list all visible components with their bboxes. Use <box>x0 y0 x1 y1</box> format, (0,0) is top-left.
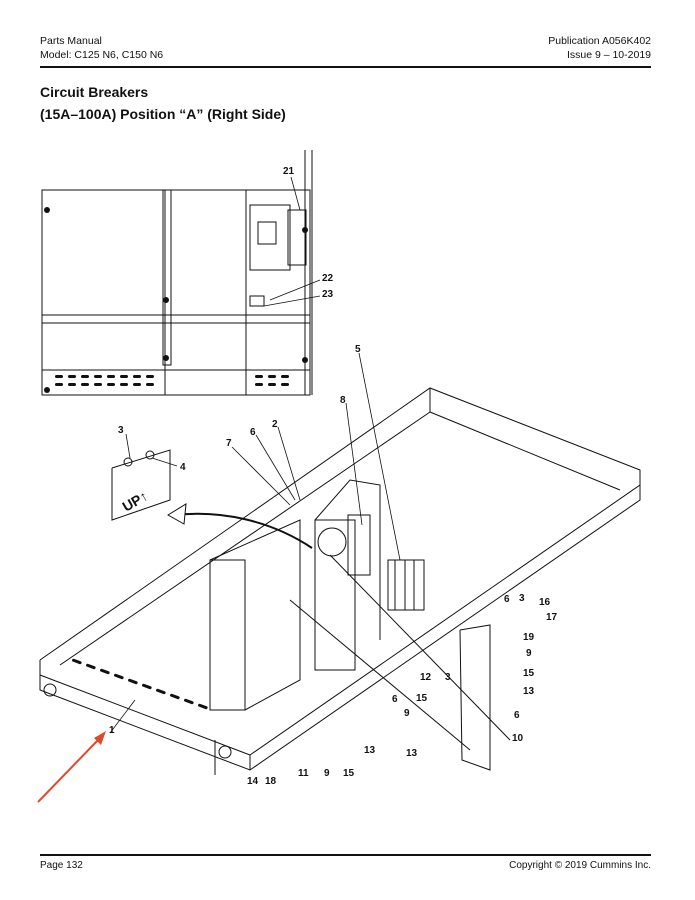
inset-panel-view <box>41 150 313 396</box>
callout-17: 17 <box>546 612 558 623</box>
publication-number: Publication A056K402 <box>548 35 651 47</box>
callout-13: 13 <box>523 686 535 697</box>
header-rule <box>40 66 651 68</box>
callout-10: 10 <box>512 733 524 744</box>
callout-15: 15 <box>523 668 535 679</box>
section-subtitle: (15A–100A) Position “A” (Right Side) <box>40 106 286 122</box>
callout-3: 3 <box>445 672 451 683</box>
model-line: Model: C125 N6, C150 N6 <box>40 49 164 61</box>
detail-arrowhead <box>167 503 187 525</box>
decal-text: UP↑ <box>120 488 151 515</box>
callout-13: 13 <box>406 748 418 759</box>
callout-4: 4 <box>180 462 186 473</box>
frame-vent-slots <box>72 658 208 710</box>
detail-arrow <box>174 512 313 549</box>
header-left: Parts Manual Model: C125 N6, C150 N6 <box>40 34 163 62</box>
callout-12: 12 <box>420 672 432 683</box>
callout-15: 15 <box>416 693 428 704</box>
callout-7: 7 <box>226 438 232 449</box>
section-title: Circuit Breakers <box>40 84 149 100</box>
callout-11: 11 <box>298 768 309 779</box>
callout-6: 6 <box>392 694 398 705</box>
callout-6: 6 <box>250 427 256 438</box>
callout-22: 22 <box>322 273 334 284</box>
inset-vent-slots <box>44 207 308 393</box>
red-arrowhead <box>94 731 106 745</box>
callout-6: 6 <box>514 710 520 721</box>
issue-line: Issue 9 – 10-2019 <box>566 49 651 61</box>
callout-16: 16 <box>539 597 551 608</box>
base-frame-assembly <box>39 387 641 775</box>
callout-9: 9 <box>404 708 410 719</box>
header-right: Publication A056K402 Issue 9 – 10-2019 <box>548 34 651 62</box>
copyright: Copyright © 2019 Cummins Inc. <box>509 860 651 871</box>
callout-21: 21 <box>283 166 295 177</box>
decal-bracket <box>111 449 171 521</box>
callout-14: 14 <box>247 776 259 787</box>
callouts: 21 22 23 5 8 3 4 2 6 7 6 3 16 17 19 9 15… <box>109 166 558 787</box>
callout-5: 5 <box>355 344 361 355</box>
callout-23: 23 <box>322 289 334 300</box>
callout-9: 9 <box>324 768 330 779</box>
red-pointer-arrow <box>37 737 101 803</box>
footer-rule <box>40 854 651 856</box>
callout-1: 1 <box>109 725 115 736</box>
manual-type: Parts Manual <box>40 35 102 47</box>
callout-19: 19 <box>523 632 535 643</box>
callout-2: 2 <box>272 419 278 430</box>
callout-leaders <box>109 176 401 734</box>
callout-3: 3 <box>118 425 124 436</box>
page-number: Page 132 <box>40 860 83 871</box>
callout-18: 18 <box>265 776 277 787</box>
callout-6: 6 <box>504 594 510 605</box>
callout-15: 15 <box>343 768 355 779</box>
callout-8: 8 <box>340 395 346 406</box>
callout-9: 9 <box>526 648 532 659</box>
callout-13: 13 <box>364 745 376 756</box>
callout-3: 3 <box>519 593 525 604</box>
